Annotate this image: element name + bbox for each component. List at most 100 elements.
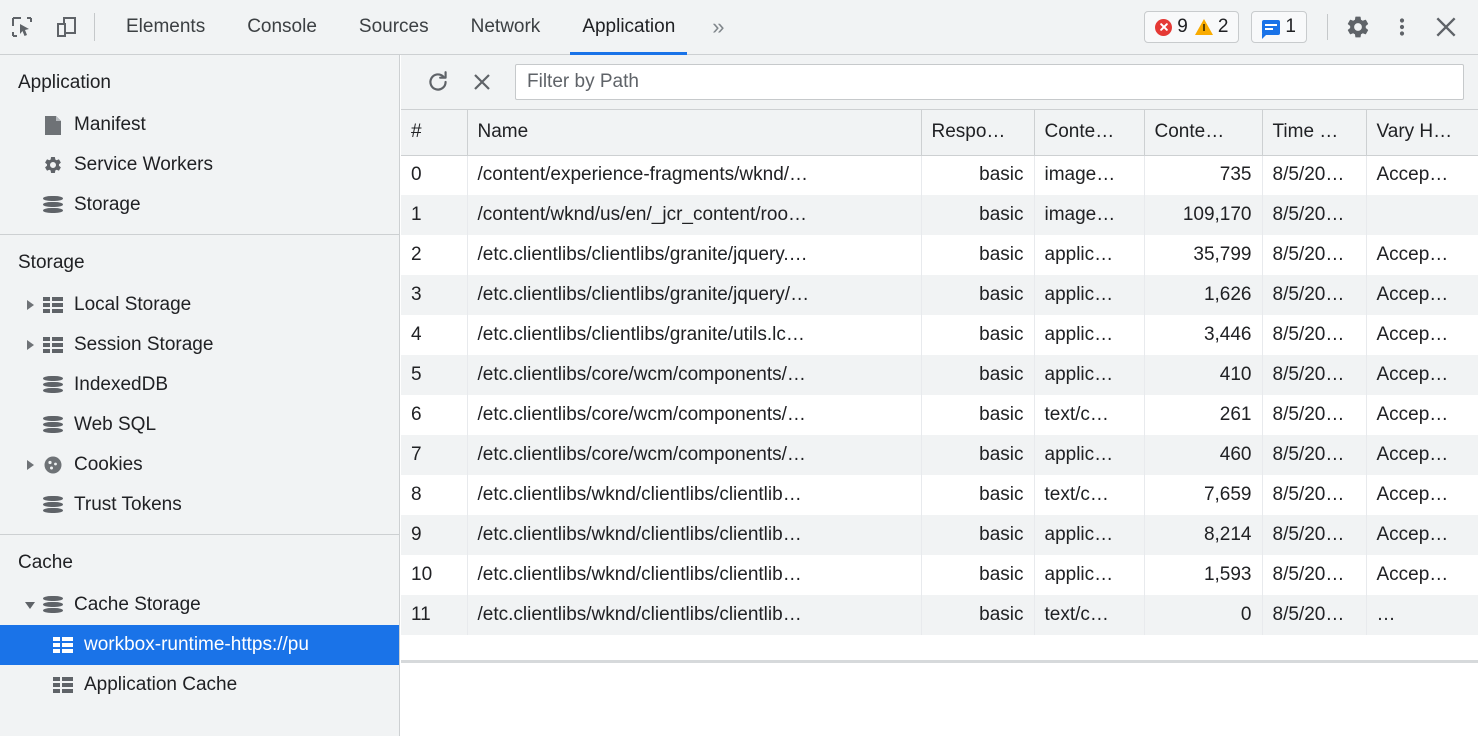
table-row[interactable]: 0 /content/experience-fragments/wknd/… b… [401,155,1478,195]
cell-time-cached: 8/5/20… [1262,595,1367,635]
error-counter[interactable]: 9 [1155,16,1188,38]
cell-content-length: 3,446 [1144,315,1263,355]
sidebar-item-application-cache[interactable]: Application Cache [0,665,399,705]
cell-time-cached: 8/5/20… [1262,395,1367,435]
table-row[interactable]: 4 /etc.clientlibs/clientlibs/granite/uti… [401,315,1478,355]
sidebar-item-cache-storage[interactable]: Cache Storage [0,585,399,625]
sidebar-item-storage[interactable]: Storage [0,185,399,225]
cell-time-cached: 8/5/20… [1262,275,1367,315]
twisty-placeholder [22,197,38,213]
device-toolbar-icon[interactable] [44,7,88,47]
sidebar-item-trust-tokens[interactable]: Trust Tokens [0,485,399,525]
chevron-right-icon[interactable] [22,297,38,313]
table-row[interactable]: 11 /etc.clientlibs/wknd/clientlibs/clien… [401,595,1478,635]
column-header-vary-header[interactable]: Vary H… [1366,110,1478,156]
cell-index: 6 [401,395,468,435]
table-row[interactable]: 3 /etc.clientlibs/clientlibs/granite/jqu… [401,275,1478,315]
cell-content-length: 735 [1144,155,1263,195]
sidebar-item-workbox-runtime[interactable]: workbox-runtime-https://pu [0,625,399,665]
gear-icon[interactable] [1336,5,1380,49]
message-icon [1262,19,1281,39]
table-row[interactable]: 2 /etc.clientlibs/clientlibs/granite/jqu… [401,235,1478,275]
cell-time-cached: 8/5/20… [1262,235,1367,275]
cell-vary-header [1366,195,1478,235]
table-icon [42,334,64,356]
filter-by-path-input[interactable] [515,64,1464,100]
sidebar-item-label: Service Workers [74,154,214,175]
cell-index: 1 [401,195,468,235]
cell-vary-header: … [1366,595,1478,635]
cell-content-type: text/c… [1034,475,1145,515]
issues-counter-group[interactable]: 9 2 [1144,11,1240,43]
sidebar-item-local-storage[interactable]: Local Storage [0,285,399,325]
tab-elements[interactable]: Elements [105,0,226,55]
sidebar-section-storage: Storage Local Storage Session Storage [0,235,399,535]
more-tabs-icon[interactable]: » [712,14,725,39]
cache-entries-grid[interactable]: # Name Respo… Conte… Conte… Time … Vary … [401,110,1478,663]
cell-response-type: basic [921,395,1035,435]
table-row[interactable]: 9 /etc.clientlibs/wknd/clientlibs/client… [401,515,1478,555]
column-header-content-length[interactable]: Conte… [1144,110,1263,156]
cell-response-type: basic [921,195,1035,235]
cell-content-type: applic… [1034,355,1145,395]
cache-entries-table: # Name Respo… Conte… Conte… Time … Vary … [401,110,1478,635]
sidebar-item-manifest[interactable]: Manifest [0,105,399,145]
cell-vary-header: Accep… [1366,315,1478,355]
messages-counter-group[interactable]: 1 [1251,11,1307,43]
table-row[interactable]: 7 /etc.clientlibs/core/wcm/components/… … [401,435,1478,475]
tab-network[interactable]: Network [450,0,562,55]
table-row[interactable]: 10 /etc.clientlibs/wknd/clientlibs/clien… [401,555,1478,595]
cell-name: /etc.clientlibs/clientlibs/granite/utils… [467,315,922,355]
tab-label: Sources [358,16,429,37]
column-header-content-type[interactable]: Conte… [1034,110,1145,156]
cell-response-type: basic [921,475,1035,515]
close-icon[interactable] [1424,5,1468,49]
table-header-row: # Name Respo… Conte… Conte… Time … Vary … [401,110,1478,156]
cell-name: /etc.clientlibs/wknd/clientlibs/clientli… [467,595,922,635]
warning-counter[interactable]: 2 [1194,16,1228,38]
chevron-down-icon[interactable] [22,597,38,613]
sidebar-item-service-workers[interactable]: Service Workers [0,145,399,185]
sidebar-item-session-storage[interactable]: Session Storage [0,325,399,365]
table-row[interactable]: 1 /content/wknd/us/en/_jcr_content/roo… … [401,195,1478,235]
cell-name: /etc.clientlibs/core/wcm/components/… [467,395,922,435]
chevron-right-icon[interactable] [22,457,38,473]
table-row[interactable]: 5 /etc.clientlibs/core/wcm/components/… … [401,355,1478,395]
cell-content-length: 8,214 [1144,515,1263,555]
inspect-element-icon[interactable] [0,7,44,47]
chevron-right-icon[interactable] [22,337,38,353]
delete-selected-icon[interactable] [461,62,503,102]
refresh-icon[interactable] [417,62,459,102]
cell-content-length: 261 [1144,395,1263,435]
cell-name: /content/wknd/us/en/_jcr_content/roo… [467,195,922,235]
column-header-name[interactable]: Name [467,110,922,156]
table-icon [52,674,74,696]
column-header-time-cached[interactable]: Time … [1262,110,1367,156]
application-sidebar[interactable]: Application Manifest Ser [0,55,400,736]
toolbar-divider-right [1327,14,1328,40]
tab-label: Application [582,16,676,37]
column-header-index[interactable]: # [401,110,468,156]
tab-application[interactable]: Application [561,0,696,55]
tab-sources[interactable]: Sources [338,0,450,55]
cell-name: /etc.clientlibs/core/wcm/components/… [467,435,922,475]
cell-time-cached: 8/5/20… [1262,355,1367,395]
database-icon [42,594,64,616]
table-row[interactable]: 8 /etc.clientlibs/wknd/clientlibs/client… [401,475,1478,515]
sidebar-item-web-sql[interactable]: Web SQL [0,405,399,445]
column-header-response-type[interactable]: Respo… [921,110,1035,156]
sidebar-item-cookies[interactable]: Cookies [0,445,399,485]
tab-console[interactable]: Console [226,0,338,55]
table-row[interactable]: 6 /etc.clientlibs/core/wcm/components/… … [401,395,1478,435]
cell-index: 8 [401,475,468,515]
message-counter[interactable]: 1 [1262,16,1296,39]
cell-time-cached: 8/5/20… [1262,155,1367,195]
cell-content-length: 35,799 [1144,235,1263,275]
cell-time-cached: 8/5/20… [1262,315,1367,355]
cell-time-cached: 8/5/20… [1262,555,1367,595]
database-icon [42,194,64,216]
sidebar-item-indexeddb[interactable]: IndexedDB [0,365,399,405]
more-options-icon[interactable] [1380,5,1424,49]
cell-content-type: image… [1034,155,1145,195]
